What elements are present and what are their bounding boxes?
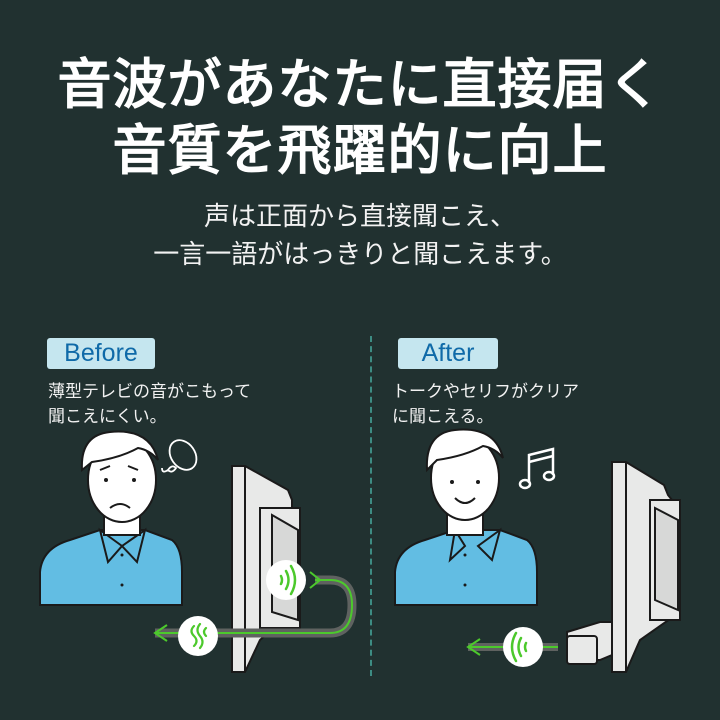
panel-divider bbox=[370, 336, 372, 676]
sound-wave-icon bbox=[503, 627, 543, 667]
subtitle-line-2: 一言一語がはっきりと聞こえます。 bbox=[153, 240, 567, 270]
after-desc-line-1: トークやセリフがクリア bbox=[392, 382, 579, 402]
subtitle: 声は正面から直接聞こえ、 一言一語がはっきりと聞こえます。 bbox=[0, 198, 720, 274]
before-badge: Before bbox=[47, 338, 155, 369]
subtitle-line-1: 声は正面から直接聞こえ、 bbox=[203, 202, 516, 232]
confused-scribble-icon bbox=[161, 439, 198, 473]
after-desc-line-2: に聞こえる。 bbox=[392, 407, 494, 427]
reflected-sound-path bbox=[153, 571, 357, 642]
tv-with-soundbar-illustration bbox=[566, 461, 681, 673]
sound-wave-icon bbox=[266, 560, 306, 600]
thin-tv-illustration bbox=[231, 465, 301, 673]
happy-person-illustration bbox=[394, 428, 538, 606]
headline-line-1: 音波があなたに直接届く bbox=[57, 53, 663, 116]
before-illustration bbox=[39, 430, 357, 673]
after-illustration bbox=[394, 428, 681, 673]
muffled-wave-icon bbox=[178, 616, 218, 656]
after-description: トークやセリフがクリア に聞こえる。 bbox=[392, 380, 579, 430]
worried-person-illustration bbox=[39, 430, 183, 606]
before-desc-line-1: 薄型テレビの音がこもって bbox=[48, 382, 252, 402]
before-description: 薄型テレビの音がこもって 聞こえにくい。 bbox=[48, 380, 251, 430]
before-desc-line-2: 聞こえにくい。 bbox=[48, 407, 167, 427]
headline-line-2: 音質を飛躍的に向上 bbox=[112, 119, 608, 182]
after-badge: After bbox=[398, 338, 498, 369]
headline: 音波があなたに直接届く 音質を飛躍的に向上 bbox=[0, 52, 720, 184]
music-note-icon bbox=[518, 447, 556, 490]
